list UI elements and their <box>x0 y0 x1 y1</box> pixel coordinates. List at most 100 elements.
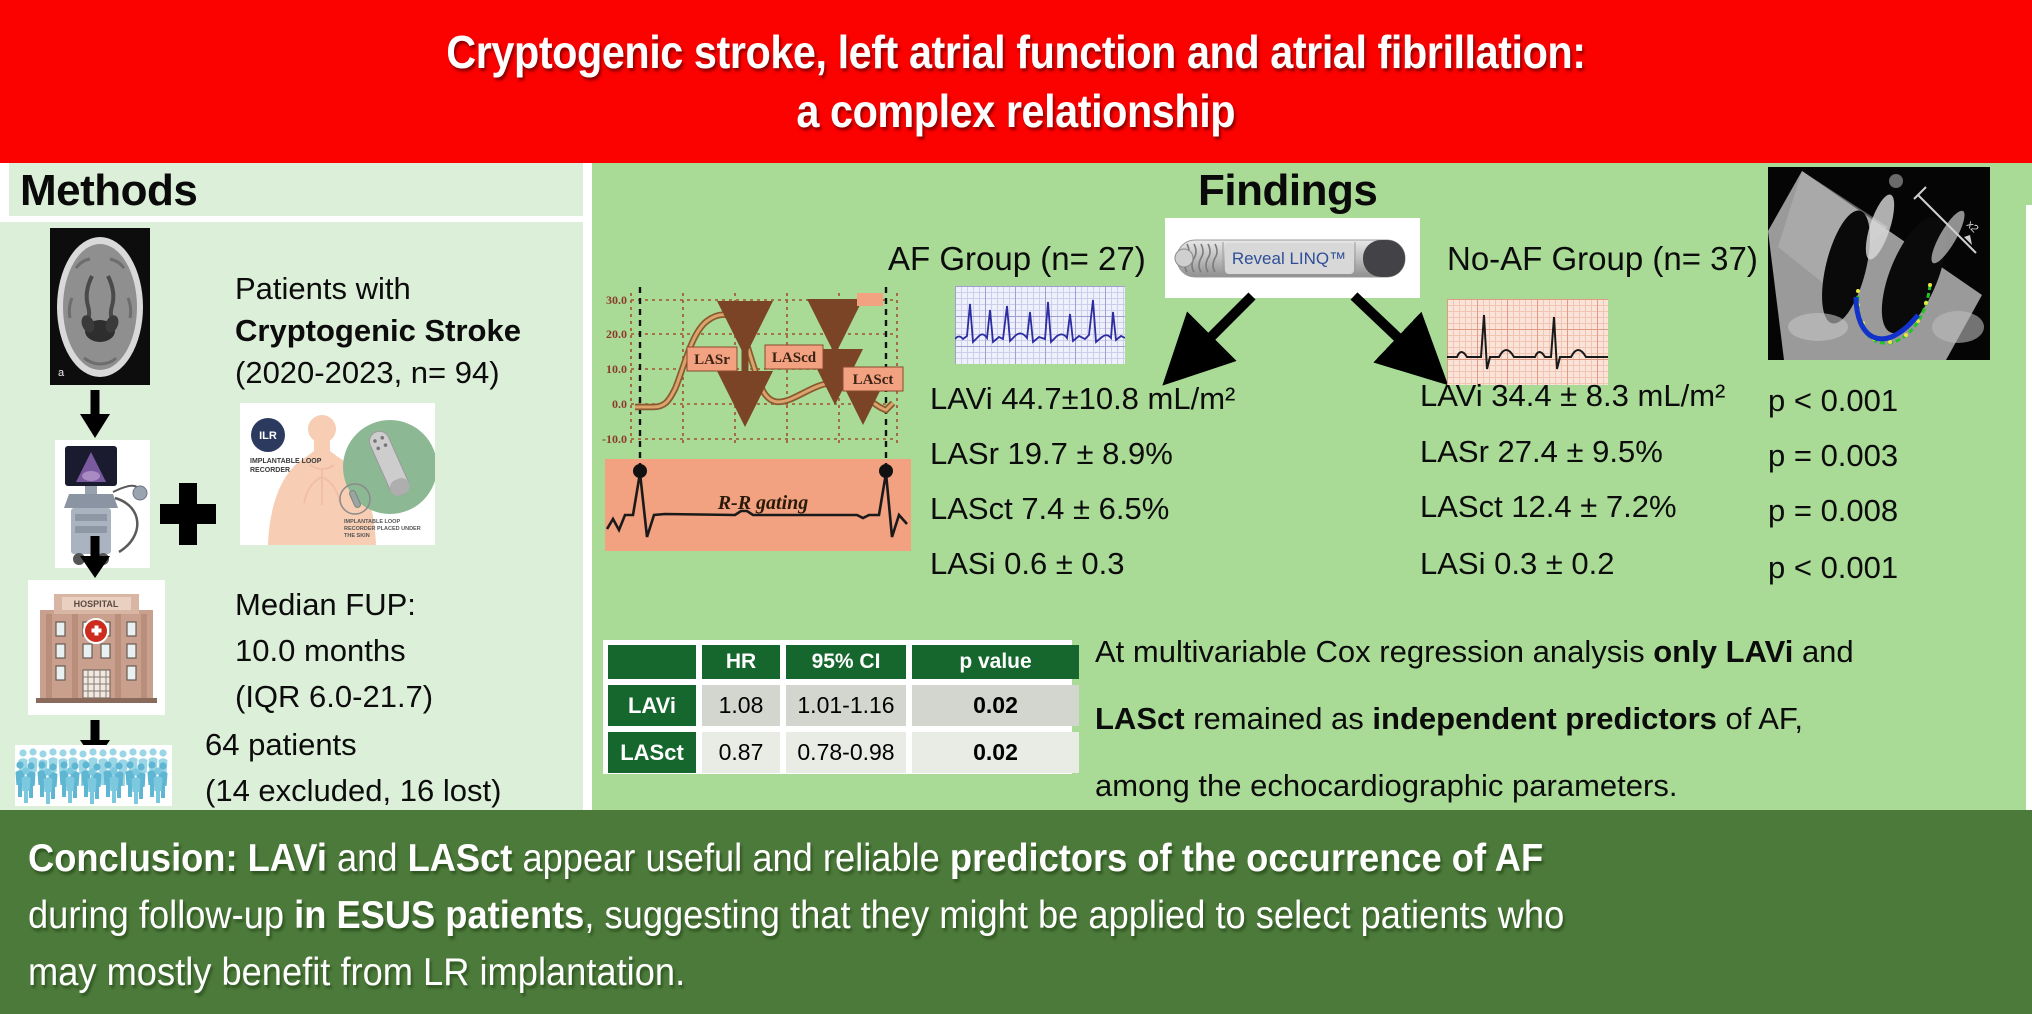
noaf-ecg-strip <box>1447 299 1608 385</box>
ilr-caption-line1: IMPLANTABLE LOOP <box>250 458 322 465</box>
p-value-lasr: p = 0.003 <box>1768 438 1899 473</box>
down-arrow-icon <box>80 536 110 578</box>
panel-gap <box>583 163 592 810</box>
ilr-illustration-icon: ILR IMPLANTABLE LOOP RECORDER IMPLANTABL… <box>240 403 437 545</box>
ilr-caption-line2: RECORDER <box>250 467 290 474</box>
strain-curve-outline <box>635 311 896 414</box>
strain-tick-10: 10.0 <box>606 362 627 376</box>
cox-text-line-2: LASct remained as independent predictors… <box>1095 685 1803 752</box>
findings-heading: Findings <box>1198 166 1378 215</box>
echo-machine-image <box>55 440 150 568</box>
patients-crowd-image <box>15 745 172 806</box>
noaf-group-heading: No-AF Group (n= 37) <box>1447 240 1758 277</box>
methods-heading: Methods <box>20 166 198 215</box>
title-line-1: Cryptogenic stroke, left atrial function… <box>446 25 1586 78</box>
af-ecg-strip <box>954 286 1126 364</box>
table-cell-lavi-p: 0.02 <box>912 685 1079 726</box>
af-lasi-value: LASi 0.6 ± 0.3 <box>930 546 1125 581</box>
rr-gating-label: R-R gating <box>717 492 809 514</box>
cox-seg: remained as <box>1184 701 1373 736</box>
lasr-label: LASr <box>694 352 730 368</box>
p-value-lavi: p < 0.001 <box>1768 383 1899 418</box>
ilr-note-line3: THE SKIN <box>344 533 370 539</box>
ilr-illustration: ILR IMPLANTABLE LOOP RECORDER IMPLANTABL… <box>240 403 437 545</box>
hospital-image: HOSPITAL <box>28 580 165 715</box>
noaf-lasr-value: LASr 27.4 ± 9.5% <box>1420 434 1663 469</box>
conclusion-seg-bold: predictors of the occurrence of AF <box>949 837 1544 880</box>
conclusion-seg: may mostly benefit from LR implantation. <box>28 951 686 994</box>
table-row-label-lavi: LAVi <box>608 685 696 726</box>
sinus-ecg-trace-icon <box>1447 314 1608 370</box>
strain-curve-icon: 30.0 20.0 10.0 0.0 -10.0 R-R gating <box>602 287 911 551</box>
reveal-linq-image: Reveal LINQ™ <box>1165 218 1420 298</box>
table-cell-lasct-p: 0.02 <box>912 732 1079 773</box>
af-group-heading: AF Group (n= 27) <box>888 240 1146 277</box>
conclusion-seg: and <box>326 837 408 880</box>
title-line-2: a complex relationship <box>796 84 1236 137</box>
la-strain-diagram: 30.0 20.0 10.0 0.0 -10.0 R-R gating <box>595 283 915 560</box>
hospital-sign-label: HOSPITAL <box>74 599 119 609</box>
af-ecg-trace-icon <box>954 299 1126 345</box>
strain-tick-neg10: -10.0 <box>602 432 627 446</box>
crowd-icon <box>15 745 172 806</box>
table-header-empty <box>608 645 696 679</box>
conclusion-banner: Conclusion: LAVi and LASct appear useful… <box>0 810 2032 1014</box>
table-row-label-lasct: LASct <box>608 732 696 773</box>
device-label: Reveal LINQ™ <box>1232 249 1346 268</box>
diverging-arrows-icon <box>1162 292 1449 386</box>
conclusion-line-3: may mostly benefit from LR implantation. <box>28 944 2000 1001</box>
cox-seg-bold: LASct <box>1095 701 1185 736</box>
flow-arrow-1 <box>77 388 113 443</box>
conclusion-seg-bold: LASct <box>407 837 513 880</box>
strain-tick-20: 20.0 <box>606 327 627 341</box>
noaf-lasct-value: LASct 12.4 ± 7.2% <box>1420 489 1677 524</box>
cox-seg-bold: only LAVi <box>1653 634 1794 669</box>
echo-apical-view-icon: x2 <box>1768 167 1990 360</box>
rr-gating-box <box>605 459 911 551</box>
table-cell-lasct-hr: 0.87 <box>702 732 780 773</box>
down-arrow-icon <box>80 390 110 438</box>
noaf-lavi-value: LAVi 34.4 ± 8.3 mL/m² <box>1420 378 1726 413</box>
ilr-note-line2: RECORDER PLACED UNDER <box>344 526 421 532</box>
conclusion-seg-bold: in ESUS patients <box>294 894 585 937</box>
loop-recorder-icon: Reveal LINQ™ <box>1165 218 1420 298</box>
conclusion-seg-bold: Conclusion: LAVi <box>28 837 327 880</box>
table-cell-lasct-ci: 0.78-0.98 <box>786 732 906 773</box>
noaf-lasi-value: LASi 0.3 ± 0.2 <box>1420 546 1615 581</box>
table-header-ci: 95% CI <box>786 645 906 679</box>
cox-regression-table: HR 95% CI p value LAVi 1.08 1.01-1.16 0.… <box>603 640 1079 774</box>
rr-ecg-trace <box>605 472 908 538</box>
title-banner: Cryptogenic stroke, left atrial function… <box>0 0 2032 163</box>
flow-arrow-2 <box>77 534 113 583</box>
group-split-arrows <box>1148 288 1449 393</box>
cox-text-line-3: among the echocardiographic parameters. <box>1095 752 1735 819</box>
cohort-line-2: Cryptogenic Stroke <box>235 313 521 348</box>
fup-line-2: 10.0 months <box>235 633 406 668</box>
cox-seg: of AF, <box>1716 701 1804 736</box>
ilr-badge-label: ILR <box>259 430 277 442</box>
strain-tick-30: 30.0 <box>606 293 627 307</box>
hospital-icon: HOSPITAL <box>28 580 165 715</box>
cohort-line-1: Patients with <box>235 271 411 306</box>
conclusion-line-2: during follow-up in ESUS patients, sugge… <box>28 887 2000 944</box>
cox-regression-text: At multivariable Cox regression analysis… <box>1095 618 1854 819</box>
cox-seg: At multivariable Cox regression analysis <box>1095 634 1654 669</box>
cox-seg-bold: independent predictors <box>1372 701 1717 736</box>
cohort-text: Patients with Cryptogenic Stroke (2020-2… <box>235 268 521 394</box>
outcome-line-1: 64 patients <box>205 727 357 762</box>
conclusion-seg: , suggesting that they might be applied … <box>584 894 1565 937</box>
table-cell-lavi-hr: 1.08 <box>702 685 780 726</box>
cohort-line-3: (2020-2023, n= 94) <box>235 355 500 390</box>
right-edge-sliver <box>2026 205 2032 810</box>
ultrasound-machine-icon <box>64 446 148 565</box>
table-cell-lavi-ci: 1.01-1.16 <box>786 685 906 726</box>
conclusion-text: Conclusion: LAVi and LASct appear useful… <box>28 830 2000 1001</box>
cox-seg: and <box>1793 634 1854 669</box>
p-value-lasct: p = 0.008 <box>1768 493 1899 528</box>
cox-text-line-1: At multivariable Cox regression analysis… <box>1095 618 1854 685</box>
methods-heading-divider <box>0 216 583 222</box>
table-header-hr: HR <box>702 645 780 679</box>
p-value-lasi: p < 0.001 <box>1768 550 1899 585</box>
af-lavi-value: LAVi 44.7±10.8 mL/m² <box>930 381 1236 416</box>
